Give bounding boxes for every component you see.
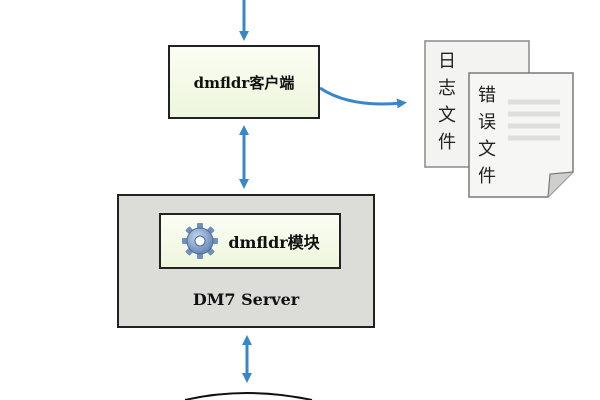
dmfldr-client-box: dmfldr客户端 [168,45,320,119]
error-file-icon [468,72,574,198]
log-file-char: 件 [438,132,456,153]
log-file-char: 志 [438,78,456,99]
dmfldr-module-box: dmfldr模块 [159,213,341,269]
error-file-char: 误 [478,112,496,133]
error-file-document: 错 误 文 件 [468,72,574,198]
database-top-edge [184,392,313,400]
log-file-char: 文 [438,105,456,126]
dm7-server-box: dmfldr模块 DM7 Server [117,194,375,328]
error-file-char: 件 [478,166,496,187]
log-file-char: 日 [438,51,456,72]
dm7-server-label: DM7 Server [192,290,300,309]
dmfldr-client-label: dmfldr客户端 [193,73,295,92]
gear-icon [182,223,219,259]
dmfldr-module-label: dmfldr模块 [228,233,320,252]
log-file-label: 日 志 文 件 [438,48,460,156]
client-to-files-arrow [319,86,407,109]
error-file-char: 文 [478,139,496,160]
error-file-label: 错 误 文 件 [478,82,500,190]
error-file-char: 错 [478,85,496,106]
